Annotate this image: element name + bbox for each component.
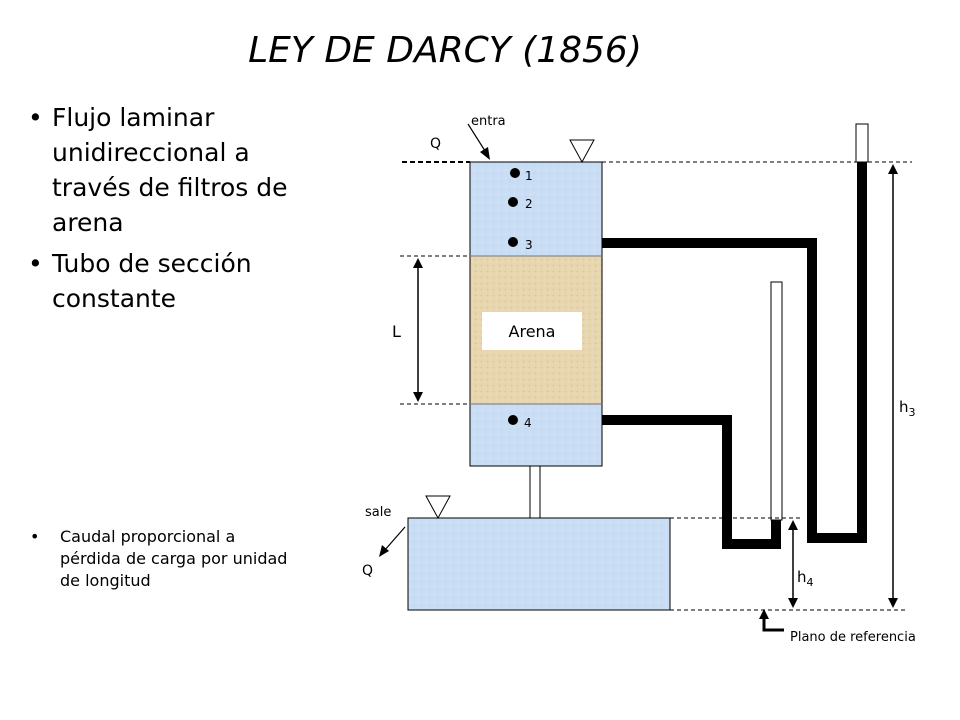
water-surface-symbol-tank — [425, 495, 451, 520]
piezometer-pipe-3 — [602, 162, 867, 543]
bullet-item: Flujo laminar unidireccional a través de… — [22, 100, 322, 240]
q-in-label: Q — [430, 136, 441, 152]
point-marker — [508, 415, 518, 425]
slide-title: LEY DE DARCY (1856) — [248, 30, 642, 71]
sale-label: sale — [365, 505, 391, 520]
bullet-item: Tubo de sección constante — [22, 246, 322, 316]
length-label: L — [392, 322, 401, 341]
bullet-list: Flujo laminar unidireccional a través de… — [22, 100, 322, 322]
datum-label: Plano de referencia — [790, 630, 916, 645]
piezometer-pipe-4 — [602, 415, 781, 549]
standpipe-3-top — [855, 123, 869, 163]
water-surface-symbol-top — [569, 139, 595, 164]
sand-label: Arena — [509, 322, 556, 341]
h3-label: h3 — [899, 398, 916, 419]
point-marker — [508, 197, 518, 207]
standpipe-4-top — [770, 281, 783, 521]
outflow-arrow — [383, 526, 406, 552]
inflow-arrow — [467, 123, 488, 155]
point-marker — [508, 237, 518, 247]
column-water-top — [470, 162, 602, 256]
lower-tank — [407, 517, 671, 611]
sand-label-box — [482, 312, 582, 350]
entra-label: entra — [471, 114, 506, 129]
note-bullet-item: Caudal proporcional a pérdida de carga p… — [30, 526, 290, 592]
h4-label: h4 — [797, 568, 814, 589]
point-label-2: 2 — [525, 197, 533, 211]
point-label-4: 4 — [524, 416, 532, 430]
point-label-3: 3 — [525, 238, 533, 252]
q-out-label: Q — [362, 563, 373, 579]
datum-pointer-icon — [762, 612, 784, 632]
point-marker — [510, 168, 520, 178]
note-bullet-list: Caudal proporcional a pérdida de carga p… — [30, 526, 290, 592]
column-water-bottom — [470, 404, 602, 466]
point-label-1: 1 — [525, 169, 533, 183]
